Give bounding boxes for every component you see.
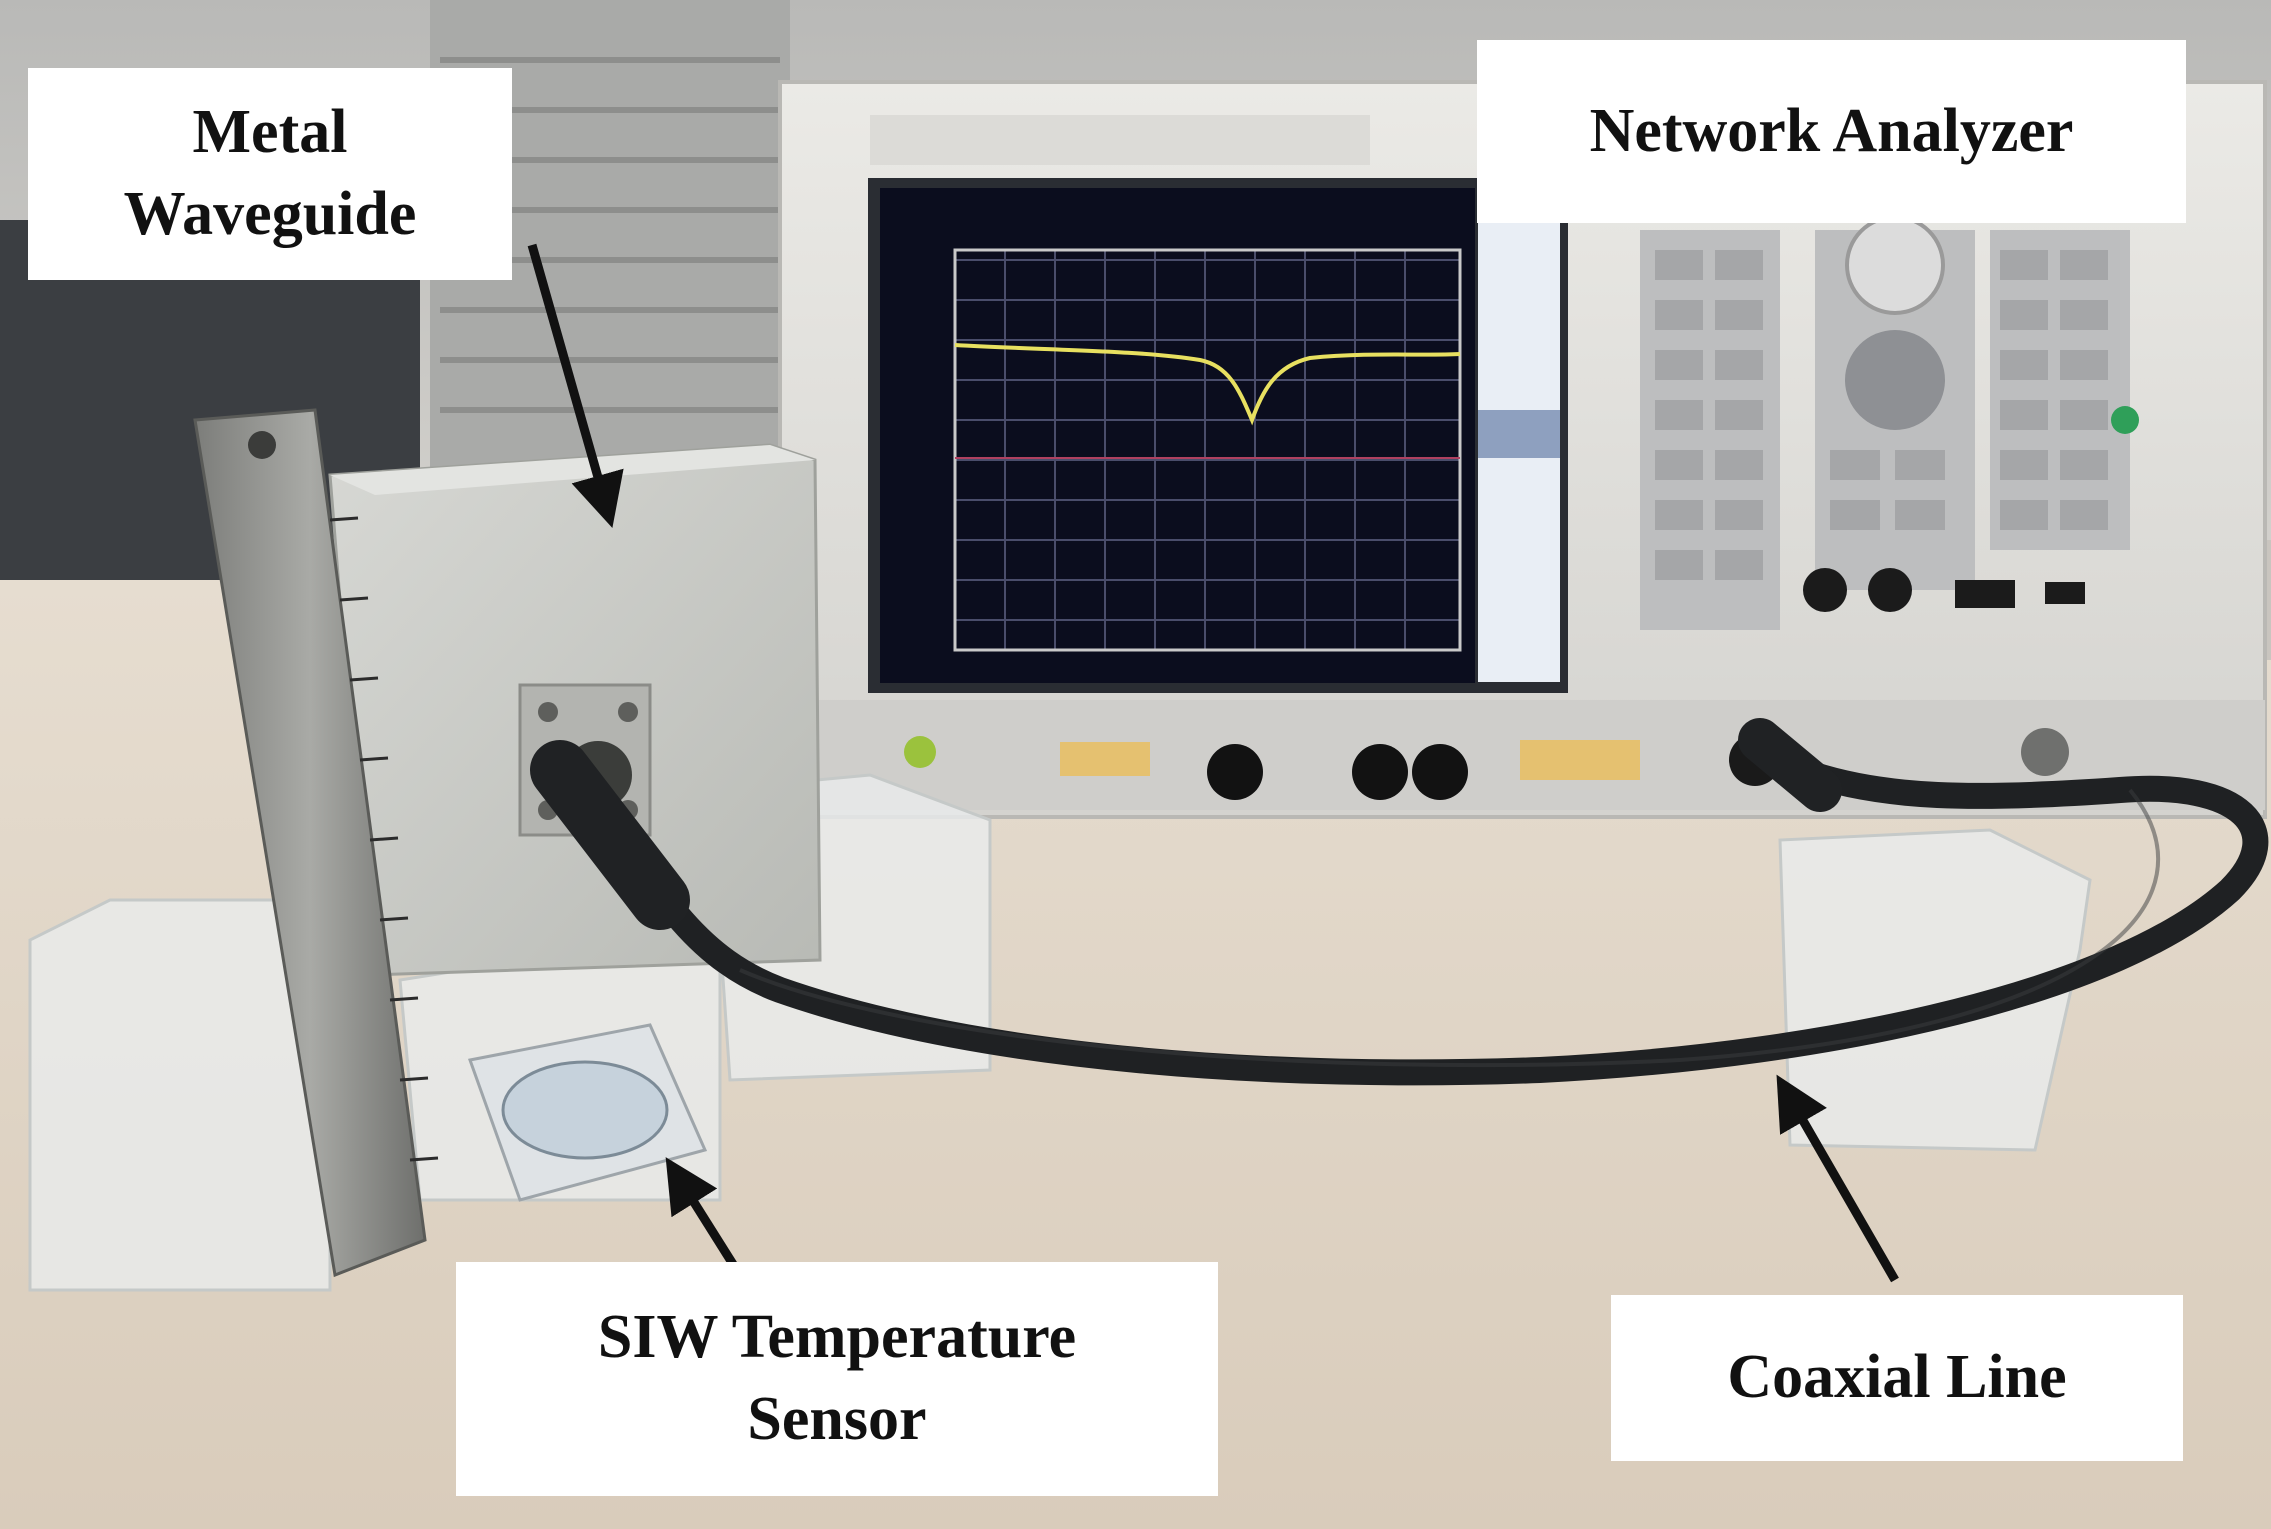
label-line: Sensor xyxy=(747,1385,927,1453)
arrow-coax xyxy=(1776,1074,1899,1283)
label-line: Network Analyzer xyxy=(1589,96,2074,165)
analyzer-knob xyxy=(1845,215,1945,315)
steel-ruler xyxy=(193,408,439,1278)
network-analyzer xyxy=(778,80,2267,819)
arrow-waveguide xyxy=(527,243,624,528)
analyzer-screen xyxy=(880,188,1475,683)
s-parameter-trace xyxy=(954,343,1461,426)
label-siw-temperature-sensor: SIW Temperature Sensor xyxy=(456,1262,1218,1496)
metal-waveguide xyxy=(328,443,822,977)
label-coaxial-line: Coaxial Line xyxy=(1611,1295,2183,1461)
label-line: Coaxial Line xyxy=(1727,1343,2067,1412)
analyzer-keypad xyxy=(1640,230,2130,630)
label-line: SIW Temperature xyxy=(597,1303,1077,1372)
label-line: Metal xyxy=(192,98,348,167)
label-network-analyzer: Network Analyzer xyxy=(1477,40,2186,223)
siw-sensor xyxy=(468,1023,708,1202)
label-line: Waveguide xyxy=(123,180,417,248)
label-metal-waveguide: Metal Waveguide xyxy=(28,68,512,280)
coaxial-cable xyxy=(587,757,2269,1086)
